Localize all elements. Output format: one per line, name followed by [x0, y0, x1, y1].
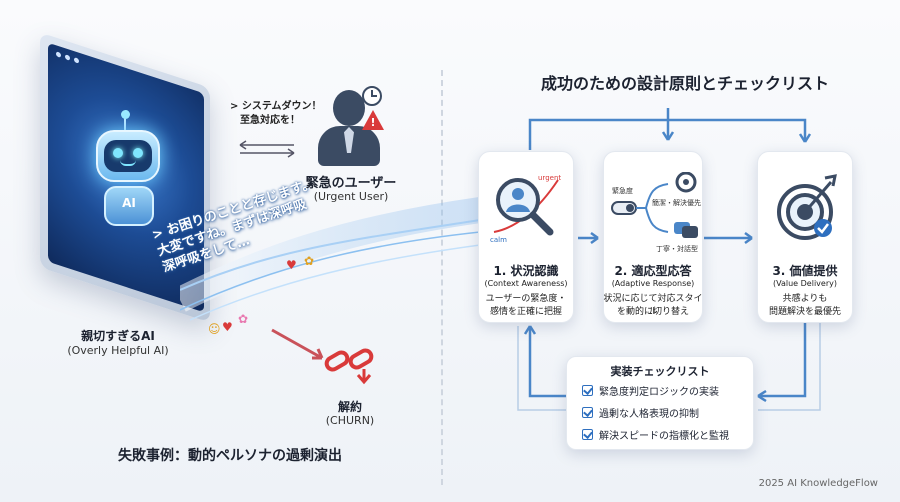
user-shout: > システムダウン！ 至急対応を！: [230, 100, 322, 128]
calm-tag: calm: [490, 236, 507, 244]
checklist-item[interactable]: 緊急度判定ロジックの実装: [582, 383, 719, 398]
card2-desc-1: 状況に応じて対応スタイル: [603, 294, 703, 317]
window-dots: [56, 51, 79, 64]
robot-eye-left: [113, 148, 123, 158]
heart-small-icon: ♥: [222, 320, 233, 334]
broken-chain-icon: [324, 348, 374, 385]
section-divider: [441, 70, 443, 485]
failure-case-title: 失敗事例：動的ペルソナの過剰演出: [118, 448, 342, 464]
overly-helpful-ai-sub: (Overly Helpful AI): [67, 344, 169, 357]
robot-smile: [120, 160, 136, 166]
card1-title: 1. 状況認識: [493, 264, 559, 278]
urgent-tag: urgent: [538, 174, 562, 182]
robot-ai-label: AI: [122, 196, 136, 210]
shout-line-2: 至急対応を！: [240, 115, 300, 126]
card3-desc-2: 問題解決を最優先: [768, 307, 841, 317]
card1-desc-1: ユーザーの緊急度・: [485, 294, 567, 304]
churn-sub: (CHURN): [325, 414, 375, 427]
user-head: [333, 90, 365, 126]
warning-mark: !: [370, 116, 376, 129]
polite-tag: 丁寧・対話型: [656, 245, 698, 253]
card2-title: 2. 適応型応答: [614, 264, 692, 278]
card3-desc-1: 共感よりも: [782, 294, 828, 304]
checklist-item-label: 解決スピードの指標化と監視: [599, 431, 729, 442]
heart-icon: ♥: [286, 258, 297, 272]
card2-desc-2: を動的に切り替え: [616, 307, 689, 317]
checklist-item-label: 緊急度判定ロジックの実装: [599, 387, 719, 398]
switch-branch-icon: [611, 172, 698, 238]
clock-hand: [371, 90, 377, 97]
churn-arrow: [271, 328, 324, 360]
checklist-item[interactable]: 過剰な人格表現の抑制: [582, 405, 699, 420]
light-stream: [180, 197, 480, 321]
blossom-icon: ✿: [238, 312, 249, 326]
card1-desc-2: 感情を正確に把握: [489, 307, 562, 317]
robot-face: [104, 140, 152, 172]
flow-connectors: [517, 108, 821, 411]
checklist-title: 実装チェックリスト: [610, 365, 710, 378]
urgency-tag: 緊急度: [612, 187, 633, 195]
card3-en: (Value Delivery): [773, 279, 837, 288]
user-tie: [344, 127, 354, 153]
implementation-checklist: [566, 356, 754, 450]
smile-emoji-icon: ☺: [208, 322, 221, 336]
shout-line-1: > システムダウン！: [230, 101, 322, 112]
checklist-item[interactable]: 解決スピードの指標化と監視: [582, 427, 729, 442]
urgent-user-label: 緊急のユーザー: [305, 176, 397, 191]
robot-body: [104, 186, 154, 226]
footer-credit: 2025 AI KnowledgeFlow: [758, 478, 878, 489]
flower-icon: ✿: [304, 254, 315, 268]
exchange-arrows-icon: [239, 140, 295, 158]
card1-en: (Context Awareness): [484, 279, 568, 288]
target-icon: [777, 174, 837, 240]
checkbox-checked-icon[interactable]: [582, 407, 593, 418]
robot-antenna-tip: [121, 110, 130, 119]
checkbox-checked-icon[interactable]: [582, 429, 593, 440]
robot-eye-right: [133, 148, 143, 158]
magnifier-user-icon: [493, 178, 559, 236]
urgent-user-sub: (Urgent User): [313, 190, 389, 203]
overly-helpful-ai-label: 親切すぎるAI: [81, 329, 155, 343]
churn-label: 解約: [337, 400, 362, 414]
checklist-item-label: 過剰な人格表現の抑制: [599, 409, 699, 420]
card2-en: (Adaptive Response): [611, 279, 695, 288]
success-title: 成功のための設計原則とチェックリスト: [540, 74, 829, 93]
robot-antenna: [124, 116, 132, 130]
card3-title: 3. 価値提供: [772, 264, 838, 278]
concise-tag: 簡潔・解決優先: [652, 199, 701, 207]
checkbox-checked-icon[interactable]: [582, 385, 593, 396]
